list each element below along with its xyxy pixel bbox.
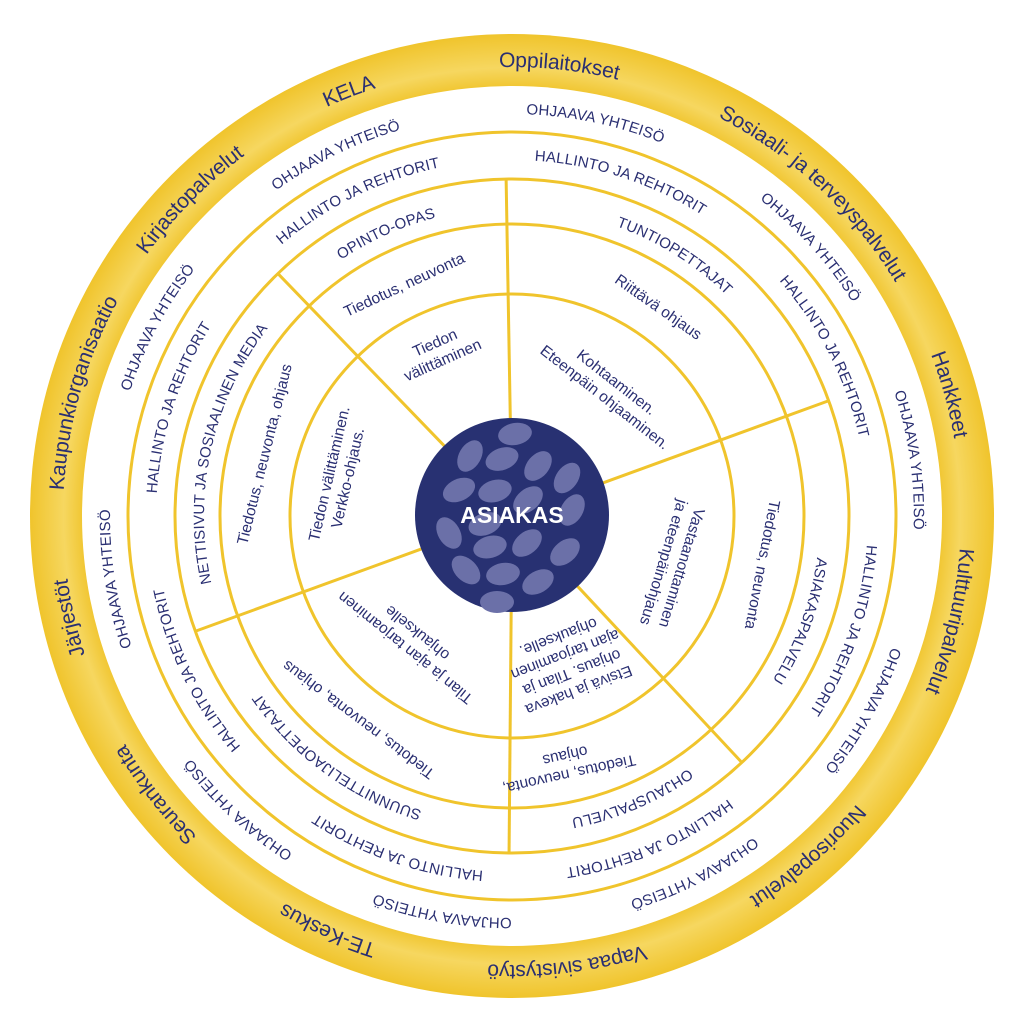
- hub-pattern-dot: [559, 494, 585, 526]
- sector-divider-4: [194, 547, 423, 633]
- sector-divider-2: [576, 585, 743, 764]
- sector-divider-3: [507, 611, 513, 854]
- hub-pattern-dot: [436, 517, 462, 549]
- hub-pattern-dot: [512, 529, 542, 557]
- ring-divider-2: [218, 222, 806, 810]
- hub-pattern-dot: [498, 422, 532, 446]
- hub-pattern-dot: [473, 535, 507, 559]
- hub-pattern-dot: [442, 477, 476, 503]
- hub-pattern-dot: [457, 440, 483, 472]
- hub-pattern-dot: [486, 562, 520, 586]
- hub-pattern-dot: [522, 569, 554, 595]
- hub-pattern-dot: [468, 512, 502, 536]
- hub-pattern-dot: [451, 555, 481, 585]
- sector-divider-0: [504, 179, 512, 421]
- hub-pattern-dot: [553, 462, 581, 494]
- ring-divider-3: [288, 292, 736, 740]
- hub-pattern-dot: [524, 451, 552, 481]
- ring-divider-0: [126, 130, 898, 902]
- center-hub: ASIAKAS: [415, 418, 609, 613]
- hub-pattern-dot: [513, 486, 543, 514]
- sector-dividers: [194, 179, 830, 854]
- ring-divider-1: [173, 177, 851, 855]
- hub-pattern-dot: [485, 447, 519, 471]
- hub-pattern-dot: [550, 538, 580, 566]
- client-label: ASIAKAS: [460, 502, 564, 528]
- hub-pattern-dot: [480, 591, 514, 613]
- sector-divider-5: [276, 272, 447, 448]
- hub-pattern-dot: [478, 479, 512, 503]
- sector-divider-1: [601, 399, 830, 485]
